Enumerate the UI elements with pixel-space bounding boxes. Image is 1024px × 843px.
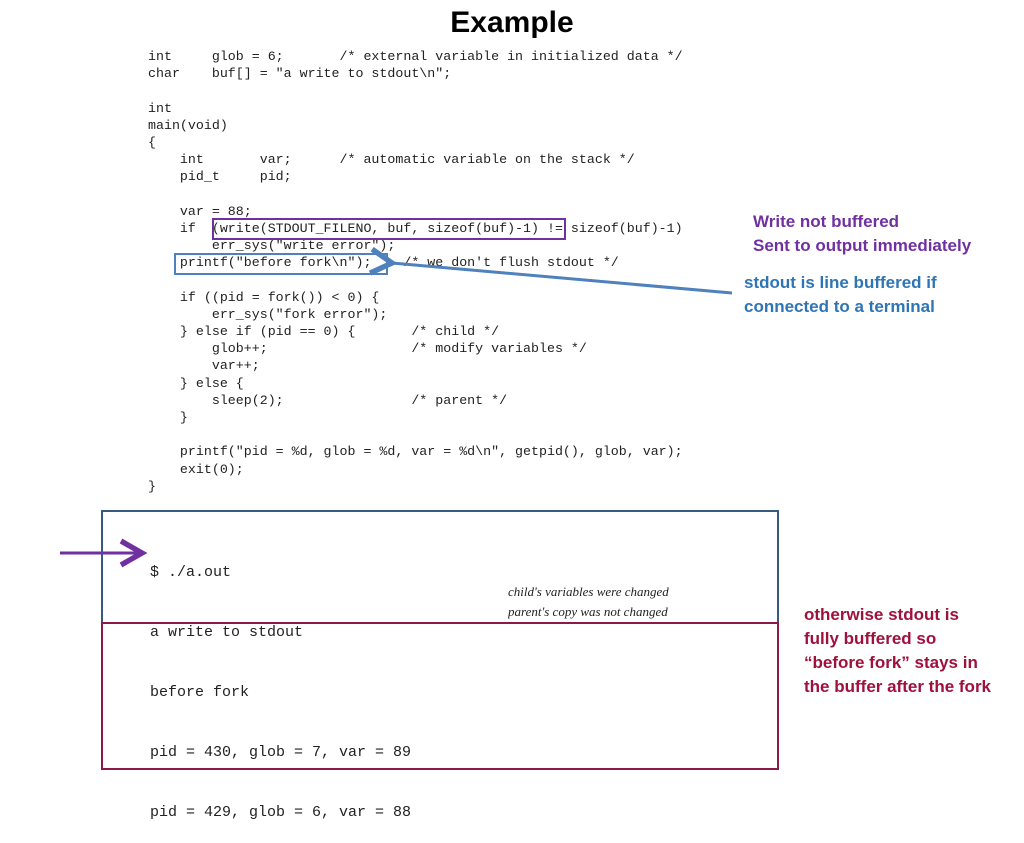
code-listing: int glob = 6; /* external variable in in… <box>148 48 683 495</box>
fully-buffered-note-line: the buffer after the fork <box>804 677 992 696</box>
unbuffered-note-line: Sent to output immediately <box>753 236 972 255</box>
terminal-line: pid = 430, glob = 7, var = 89 <box>150 744 412 761</box>
code-line: } else { <box>148 375 244 391</box>
terminal-comment: child's variables were changed <box>508 584 669 599</box>
line-buffered-note-line: connected to a terminal <box>744 297 935 316</box>
code-line: } <box>148 478 156 494</box>
code-line: var++; <box>148 358 260 374</box>
annotation-arrows <box>60 246 733 568</box>
terminal-line: a write to stdout <box>150 624 304 641</box>
code-line: int glob = 6; /* external variable in in… <box>148 49 683 64</box>
code-line: printf("before fork\n"); /* we don't flu… <box>148 255 619 271</box>
terminal-line: $ ./a.out <box>150 564 232 581</box>
fully-buffered-note: otherwise stdout is fully buffered so “b… <box>804 603 991 699</box>
fully-buffered-note-line: “before fork” stays in <box>804 653 978 672</box>
code-line: sleep(2); /* parent */ <box>148 392 508 408</box>
slide-title: Example <box>450 6 574 39</box>
terminal-line: before fork <box>150 684 250 701</box>
code-line: } else if (pid == 0) { /* child */ <box>148 324 500 339</box>
code-line: var = 88; <box>148 203 252 219</box>
code-line: if ((pid = fork()) < 0) { <box>148 289 380 305</box>
code-line: } <box>148 409 188 425</box>
terminal-output-box <box>101 510 779 624</box>
line-buffered-arrow <box>368 246 733 295</box>
code-line: glob++; /* modify variables */ <box>148 341 587 357</box>
fully-buffered-note-line: otherwise stdout is <box>804 605 959 624</box>
code-line: if (write(STDOUT_FILENO, buf, sizeof(buf… <box>148 220 683 236</box>
code-line: err_sys("fork error"); <box>148 306 388 322</box>
code-line: pid_t pid; <box>148 169 292 185</box>
terminal-comment: parent's copy was not changed <box>508 604 668 619</box>
unbuffered-note-line: Write not buffered <box>753 212 900 231</box>
code-line: int <box>148 100 172 116</box>
code-line: exit(0); <box>148 461 244 477</box>
line-buffered-note: stdout is line buffered if connected to … <box>744 271 937 319</box>
fully-buffered-note-line: fully buffered so <box>804 629 937 648</box>
code-line: main(void) <box>148 117 228 133</box>
code-line: printf("pid = %d, glob = %d, var = %d\n"… <box>148 444 683 460</box>
line-buffered-note-line: stdout is line buffered if <box>744 273 937 292</box>
write-call-highlight <box>212 218 566 240</box>
unbuffered-note: Write not buffered Sent to output immedi… <box>753 210 971 258</box>
code-line: int var; /* automatic variable on the st… <box>148 152 635 168</box>
terminal-line: pid = 429, glob = 6, var = 88 <box>150 804 412 821</box>
code-line: char buf[] = "a write to stdout\n"; <box>148 66 452 82</box>
code-line: { <box>148 134 156 150</box>
